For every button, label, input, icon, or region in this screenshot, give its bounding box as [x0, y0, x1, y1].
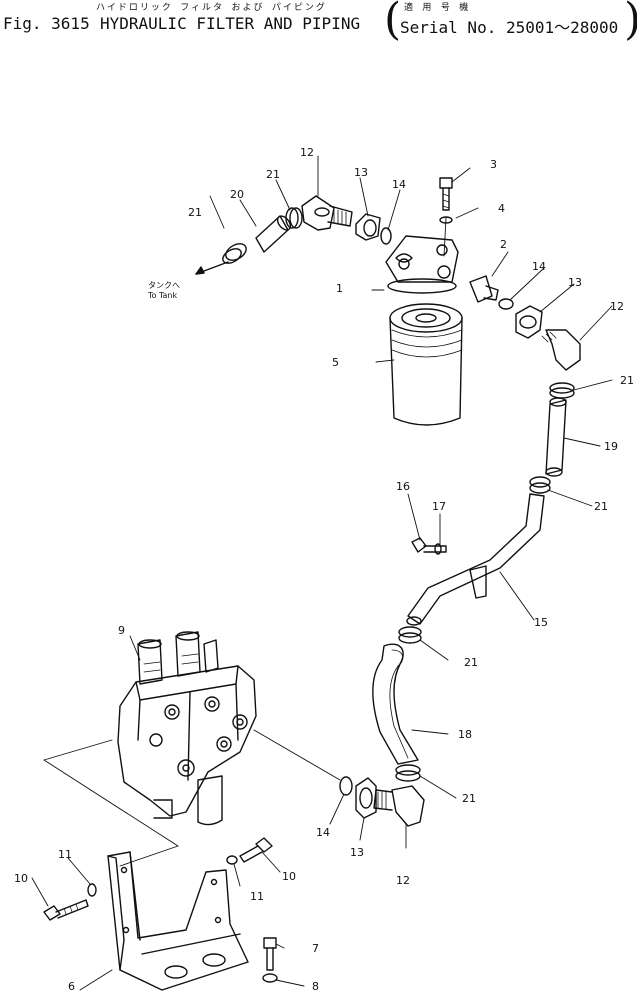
- callout-13-bottom: 13: [350, 846, 364, 859]
- open-paren: (: [384, 0, 402, 45]
- clamp-right-mid: [529, 476, 551, 494]
- oring-top: [380, 227, 392, 245]
- adapter-2: [469, 275, 499, 303]
- callout-11-right: 11: [250, 890, 264, 903]
- serial-range: Serial No. 25001～28000: [400, 18, 619, 37]
- washer-11-left: [87, 883, 97, 897]
- callout-4: 4: [498, 202, 505, 215]
- filter-cartridge: [389, 303, 463, 426]
- hose-18: [372, 643, 419, 765]
- to-tank-english: To Tank: [147, 291, 178, 300]
- callout-17: 17: [432, 500, 446, 513]
- bolt-7: [263, 937, 277, 971]
- callout-14-right: 14: [532, 260, 546, 273]
- bolt-10-left: [43, 899, 89, 921]
- callout-21-right-mid: 21: [594, 500, 608, 513]
- bracket-6: [107, 851, 249, 991]
- callout-21-mid: 21: [464, 656, 478, 669]
- nut-right: [515, 305, 543, 339]
- callout-10-right: 10: [282, 870, 296, 883]
- callout-14-top: 14: [392, 178, 406, 191]
- callout-7: 7: [312, 942, 319, 955]
- pipe-15: [406, 493, 545, 626]
- callout-21-top: 21: [266, 168, 280, 181]
- clamp-right-upper: [549, 382, 575, 399]
- washer-17: [434, 543, 442, 555]
- callout-6: 6: [68, 980, 75, 993]
- callout-12-top: 12: [300, 146, 314, 159]
- callout-13-right: 13: [568, 276, 582, 289]
- callout-21-lower: 21: [462, 792, 476, 805]
- callout-3: 3: [490, 158, 497, 171]
- applicability-japanese: 適 用 号 機: [404, 3, 471, 13]
- callout-16: 16: [396, 480, 410, 493]
- bolt-10-right: [239, 837, 273, 863]
- control-valve: [117, 631, 257, 826]
- washer-8: [262, 973, 278, 983]
- hose-19: [545, 397, 567, 477]
- callout-10-left: 10: [14, 872, 28, 885]
- callout-21-right-upper: 21: [620, 374, 634, 387]
- callout-12-bottom: 12: [396, 874, 410, 887]
- elbow-right: [541, 329, 581, 371]
- clamp-lower: [395, 764, 421, 782]
- bolt-3: [439, 177, 453, 211]
- callout-15: 15: [534, 616, 548, 629]
- clamp-left: [222, 243, 247, 264]
- callout-2: 2: [500, 238, 507, 251]
- callout-14-bottom: 14: [316, 826, 330, 839]
- title-japanese: ハイドロリック フィルタ および パイピング: [96, 3, 327, 13]
- filter-head: [385, 235, 459, 294]
- clamp-mid: [398, 626, 422, 644]
- callout-18: 18: [458, 728, 472, 741]
- to-tank-japanese: タンクへ: [148, 281, 180, 290]
- clamp-upper-left: [285, 207, 303, 229]
- oring-lower: [339, 776, 353, 796]
- callout-12-right: 12: [610, 300, 624, 313]
- elbow-lower: [373, 785, 425, 827]
- callout-5: 5: [332, 356, 339, 369]
- callout-21-far-left: 21: [188, 206, 202, 219]
- washer-11-right: [226, 855, 238, 865]
- leader-lines: [31, 155, 613, 991]
- nut-top: [355, 213, 381, 241]
- callout-8: 8: [312, 980, 319, 993]
- figure-number: Fig. 3615: [3, 14, 90, 33]
- nut-lower: [355, 777, 377, 819]
- close-paren: ): [624, 0, 637, 42]
- callout-20: 20: [230, 188, 244, 201]
- elbow-left: [301, 195, 353, 231]
- page-header: ハイドロリック フィルタ および パイピング Fig. 3615 HYDRAUL…: [0, 0, 637, 44]
- callout-19: 19: [604, 440, 618, 453]
- callout-11-left: 11: [58, 848, 72, 861]
- callout-9: 9: [118, 624, 125, 637]
- hose-20: [255, 215, 292, 253]
- callout-1: 1: [336, 282, 343, 295]
- callout-13-top: 13: [354, 166, 368, 179]
- oring-right: [498, 298, 514, 310]
- figure-title: HYDRAULIC FILTER AND PIPING: [100, 14, 361, 33]
